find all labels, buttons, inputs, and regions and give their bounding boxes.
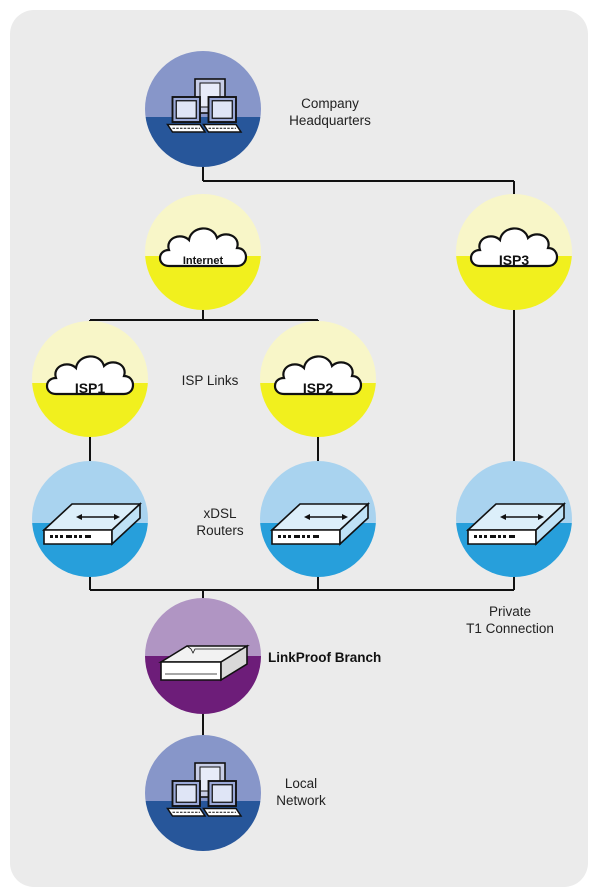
diagram-panel (10, 10, 588, 887)
node-local-network (145, 735, 261, 851)
linkproof-label: LinkProof Branch (268, 650, 382, 665)
isp2-label: ISP2 (303, 380, 334, 396)
internet-label: Internet (183, 255, 224, 267)
appliance-icon (158, 644, 250, 682)
node-internet: Internet (145, 194, 261, 310)
node-isp2: ISP2 (260, 321, 376, 437)
isp-links-label: ISP Links (181, 373, 239, 388)
isp1-label: ISP1 (75, 380, 106, 396)
node-linkproof (145, 598, 261, 714)
node-isp3: ISP3 (456, 194, 572, 310)
node-router-1 (32, 461, 148, 577)
node-router-3 (456, 461, 572, 577)
node-headquarters (145, 51, 261, 167)
node-isp1: ISP1 (32, 321, 148, 437)
node-router-2 (260, 461, 376, 577)
isp3-label: ISP3 (499, 252, 530, 268)
